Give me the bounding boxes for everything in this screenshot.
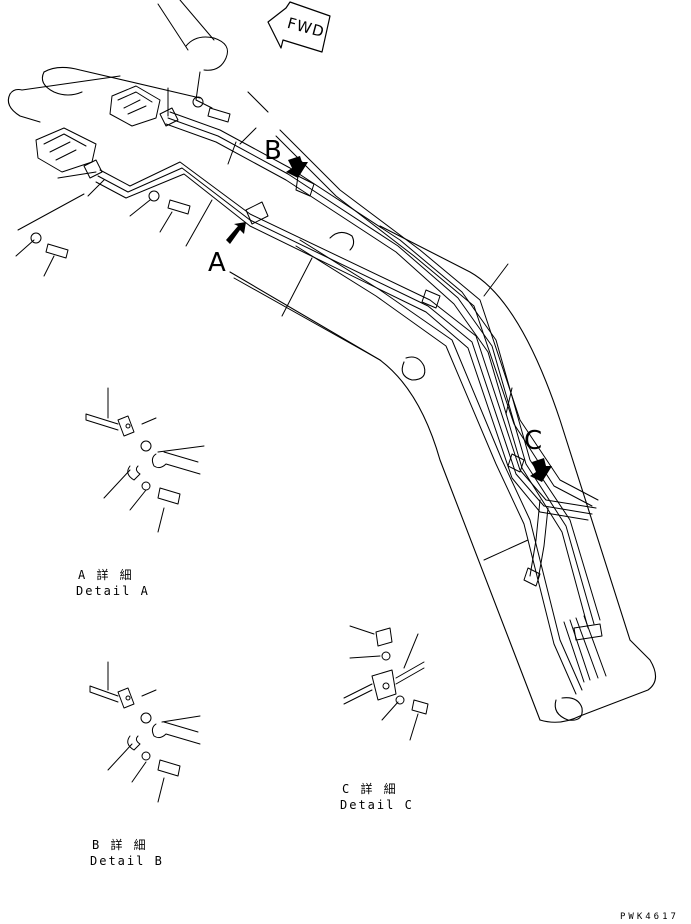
detail-a-title-jp: A 詳 細 [78,568,134,582]
detail-c-drawing [343,625,429,741]
detail-a-drawing [85,387,205,533]
hydraulic-lines [95,111,607,695]
clamps [83,107,603,641]
fwd-arrow-icon [267,1,331,53]
detail-c-title-en: Detail C [340,798,414,812]
detail-b-title-jp: B 詳 細 [92,838,148,852]
leader-lines [15,87,529,561]
bolt-icon [30,96,231,259]
detail-b-title-en: Detail B [90,854,164,868]
detail-c-title-jp: C 詳 細 [342,782,398,796]
boom-outline [7,66,657,723]
valve-block-lower [35,127,97,173]
callout-b: B [264,136,282,166]
detail-a-title-en: Detail A [76,584,150,598]
callout-c: C [524,426,543,456]
callout-a: A [208,248,226,278]
detail-b-drawing [89,661,201,803]
callout-arrows [226,156,552,482]
drawing-code: PWK4617 [620,912,679,922]
valve-block-upper [109,85,161,127]
boom-cylinder [157,0,228,109]
